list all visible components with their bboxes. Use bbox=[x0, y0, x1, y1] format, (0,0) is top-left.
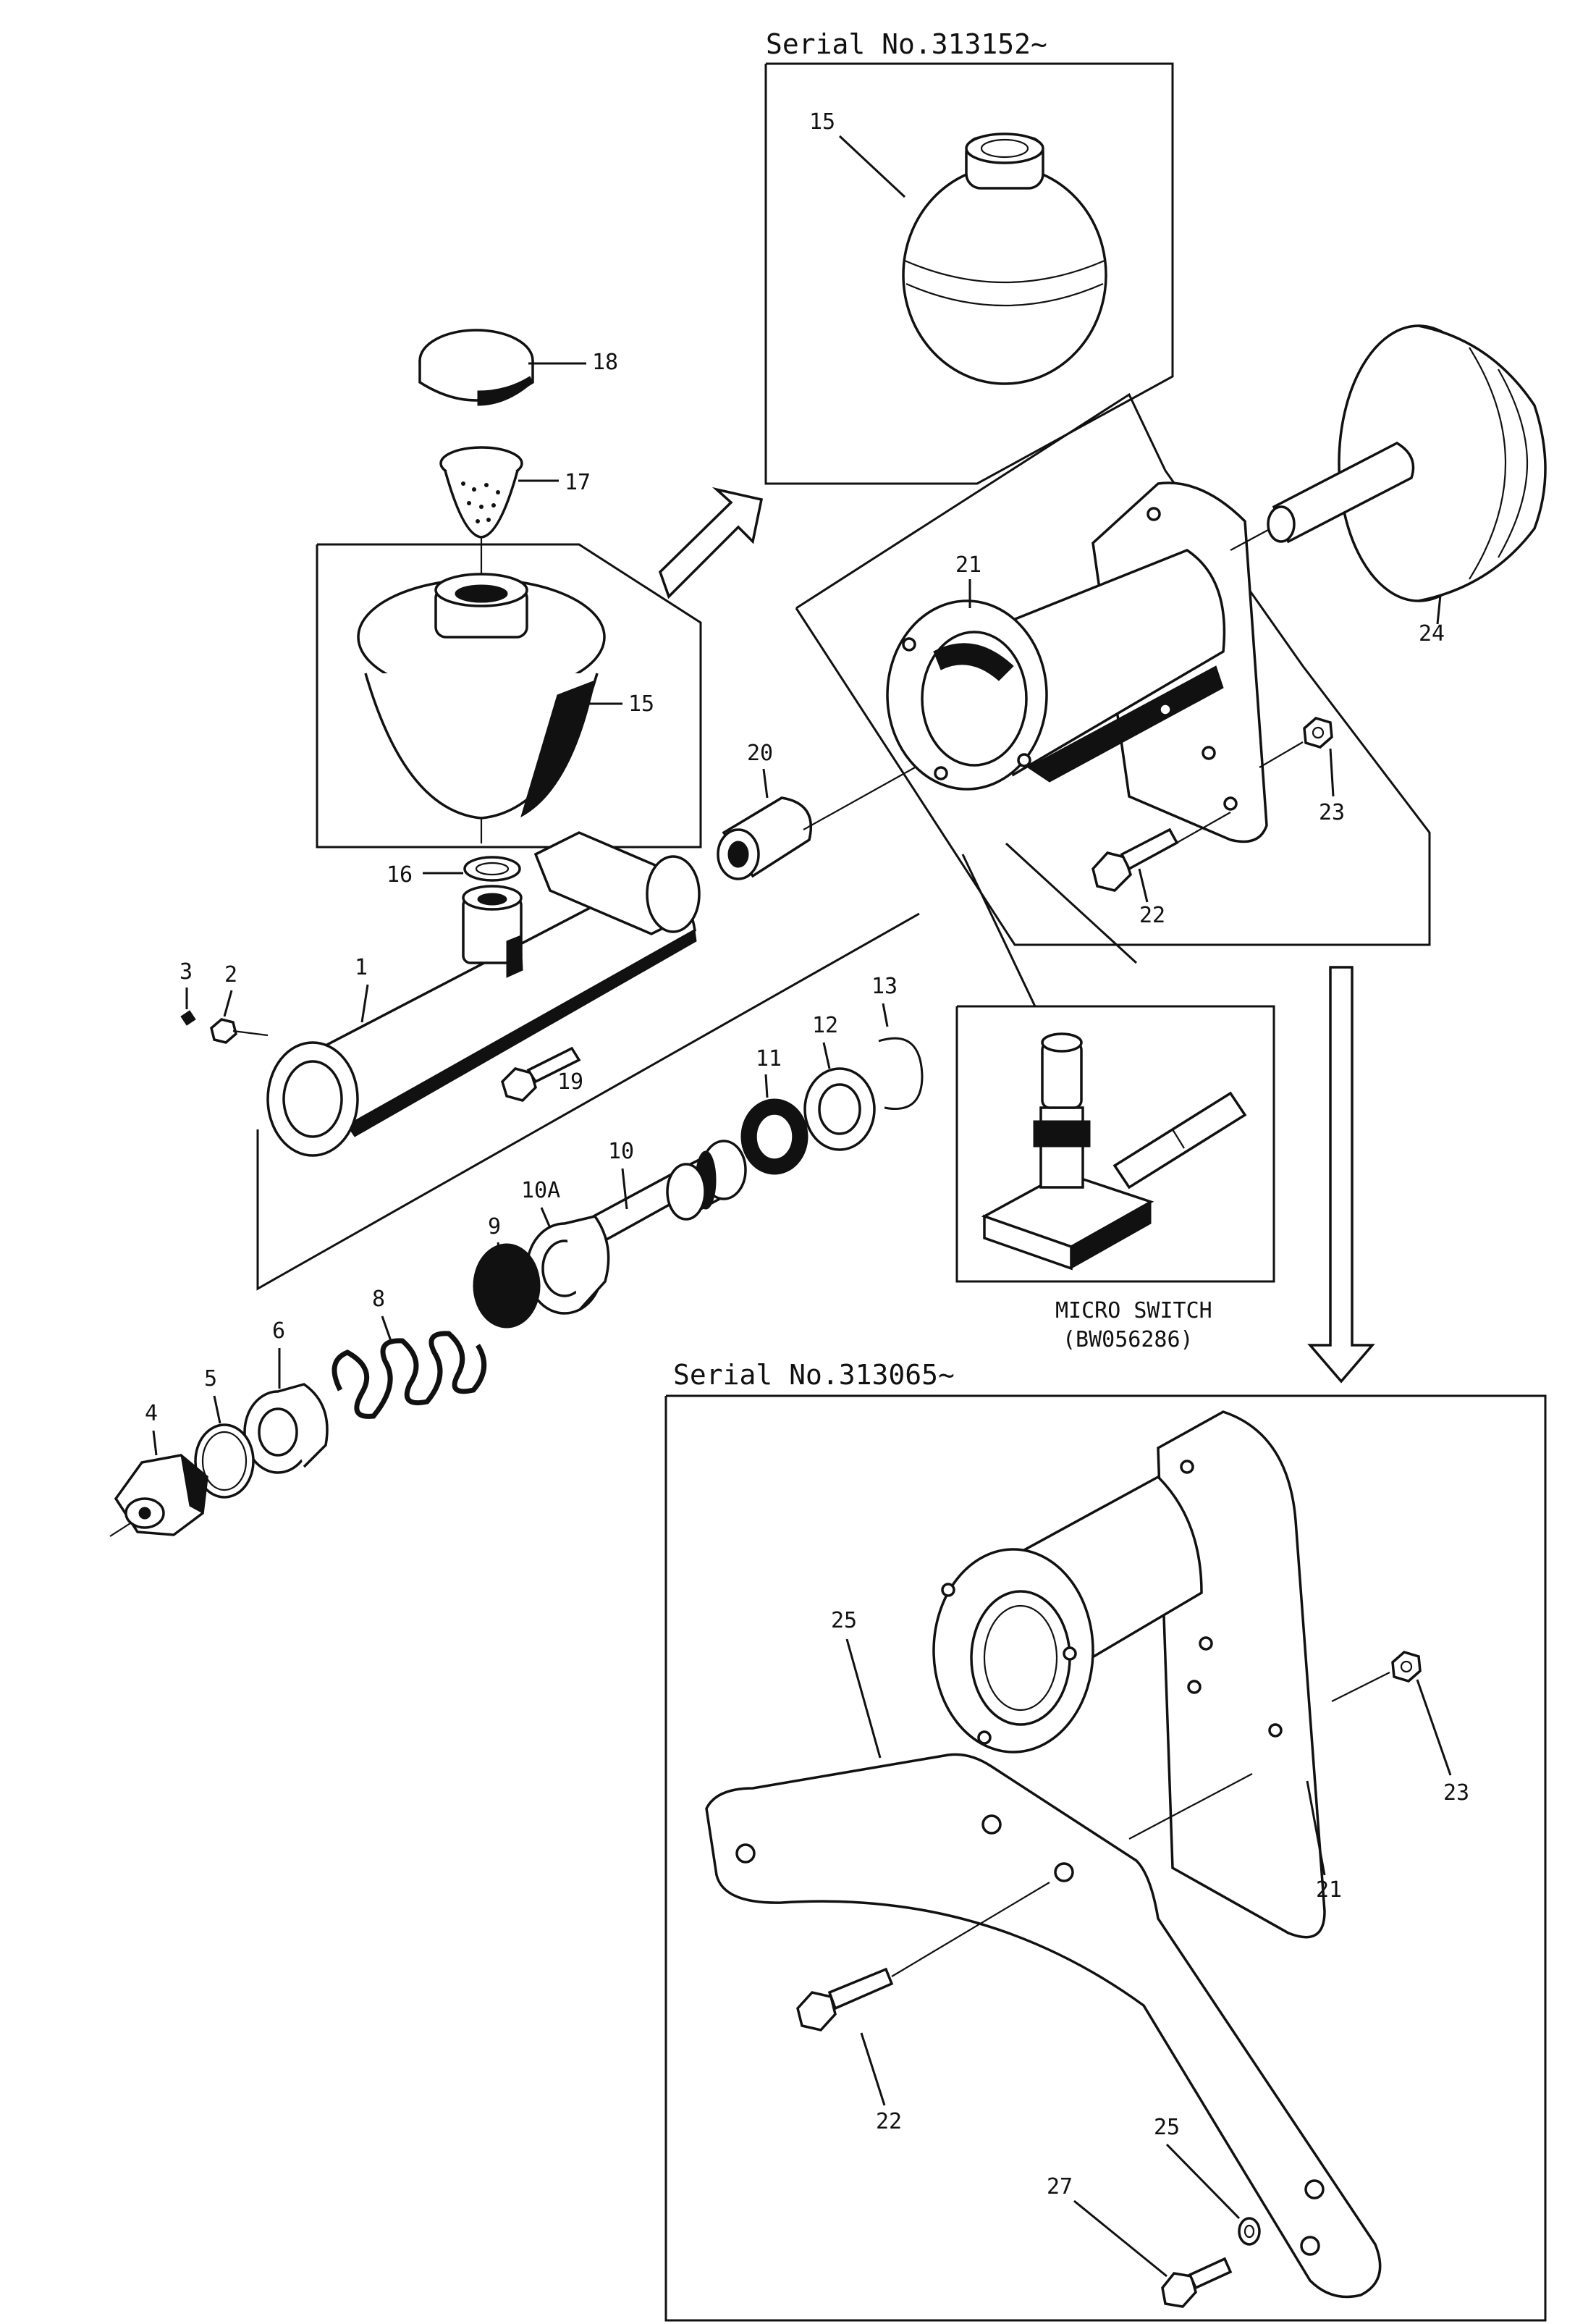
micro-switch-inset: MICRO SWITCH (BW056286) bbox=[955, 842, 1275, 1352]
check-valve-part-9 bbox=[473, 1243, 541, 1329]
seal-part-11 bbox=[740, 1098, 808, 1175]
callout-15: 15 bbox=[628, 691, 654, 717]
cap-part-3 bbox=[180, 1010, 196, 1026]
reservoir-part-15 bbox=[357, 573, 606, 843]
callout-9: 9 bbox=[488, 1214, 501, 1239]
inset-serial-313152: Serial No.313152~ 15 bbox=[764, 28, 1174, 485]
bottom-callout-21: 21 bbox=[1316, 1877, 1342, 1903]
callout-22: 22 bbox=[1139, 903, 1165, 928]
callout-13: 13 bbox=[871, 974, 898, 999]
arrow-to-bottom-inset bbox=[1307, 966, 1375, 1384]
bottom-callout-25-bracket: 25 bbox=[831, 1608, 857, 1633]
reservoir-cap-part-18 bbox=[418, 329, 534, 406]
bolt-part-27 bbox=[1161, 2257, 1233, 2308]
washer-part-25 bbox=[1238, 2217, 1261, 2246]
bottom-bolt-part-22 bbox=[796, 1882, 1050, 2032]
inset-bottom-header: Serial No.313065~ bbox=[673, 1359, 955, 1391]
callout-8: 8 bbox=[372, 1287, 385, 1312]
seal-part-16 bbox=[463, 856, 521, 882]
callout-12: 12 bbox=[812, 1013, 838, 1038]
inset-top-header: Serial No.313152~ bbox=[766, 28, 1047, 60]
micro-switch-part-no: (BW056286) bbox=[1063, 1327, 1194, 1352]
bushing-part-6 bbox=[243, 1383, 329, 1474]
bottom-callout-22: 22 bbox=[876, 2109, 902, 2134]
micro-switch-title: MICRO SWITCH bbox=[1055, 1298, 1212, 1323]
bolt-part-19 bbox=[501, 1046, 581, 1102]
reservoir-ball-part-15 bbox=[902, 132, 1107, 385]
bottom-callout-23: 23 bbox=[1443, 1780, 1469, 1806]
cup-part-10A bbox=[525, 1215, 610, 1315]
bracket-part-25 bbox=[705, 1753, 1382, 2299]
callout-24: 24 bbox=[1419, 621, 1445, 647]
bottom-callout-27: 27 bbox=[1047, 2174, 1073, 2199]
nut-part-23 bbox=[1303, 717, 1333, 749]
callout-21: 21 bbox=[955, 552, 981, 578]
callout-1: 1 bbox=[355, 955, 368, 980]
callout-5: 5 bbox=[204, 1366, 217, 1392]
bottom-nut-part-23 bbox=[1391, 1651, 1422, 1683]
arrow-to-top-inset bbox=[658, 487, 764, 599]
callout-17: 17 bbox=[565, 470, 591, 495]
washer-part-12 bbox=[803, 1067, 876, 1151]
callout-16: 16 bbox=[387, 862, 413, 888]
boot-part-24 bbox=[1267, 324, 1547, 602]
callout-4: 4 bbox=[145, 1401, 158, 1426]
callout-3: 3 bbox=[180, 959, 193, 985]
master-cylinder-part-1 bbox=[266, 831, 701, 1157]
callout-18: 18 bbox=[592, 350, 618, 375]
callout-top-15: 15 bbox=[809, 109, 835, 135]
o-ring-part-5 bbox=[194, 1423, 255, 1499]
collar-part-20 bbox=[717, 796, 813, 880]
callout-10: 10 bbox=[608, 1139, 634, 1164]
flange-housing-part-21 bbox=[886, 481, 1268, 843]
bottom-flange-housing-part-21 bbox=[932, 1410, 1326, 1939]
callout-20: 20 bbox=[747, 741, 773, 766]
bottom-callout-25-washer: 25 bbox=[1154, 2115, 1180, 2140]
inset-serial-313065: Serial No.313065~ 21 23 25 bbox=[664, 1359, 1547, 2322]
bolt-part-22 bbox=[1091, 812, 1231, 892]
callout-6: 6 bbox=[272, 1318, 285, 1344]
callout-19: 19 bbox=[557, 1069, 583, 1095]
bleeder-part-2 bbox=[210, 1018, 269, 1044]
callout-2: 2 bbox=[224, 962, 237, 988]
micro-switch-part bbox=[981, 1032, 1247, 1271]
callout-11: 11 bbox=[756, 1046, 782, 1072]
piston-part-10 bbox=[591, 1140, 747, 1242]
snap-ring-part-13 bbox=[878, 1037, 924, 1110]
strainer-part-17 bbox=[439, 446, 523, 539]
spring-part-8 bbox=[332, 1331, 487, 1419]
callout-10A: 10A bbox=[521, 1178, 560, 1203]
callout-23: 23 bbox=[1319, 800, 1345, 825]
end-fitting-part-4 bbox=[109, 1454, 208, 1537]
